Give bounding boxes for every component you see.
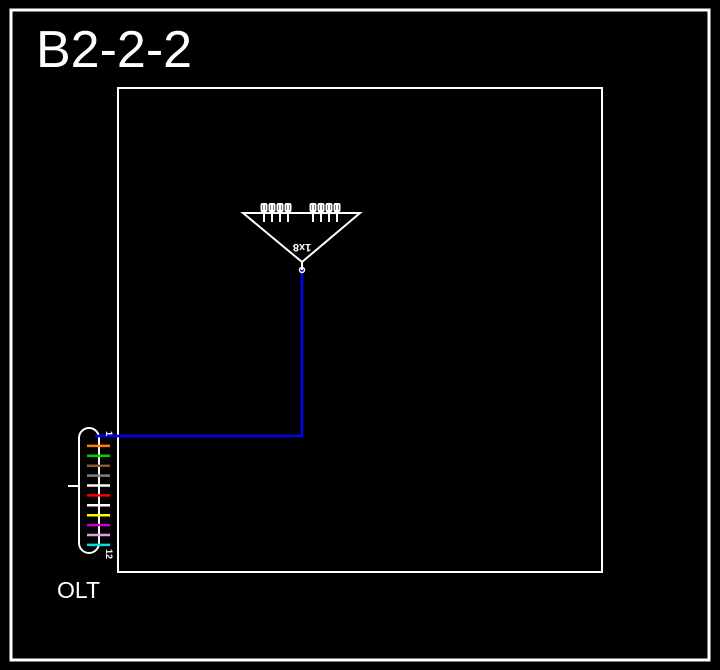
olt-device[interactable]: 1 12	[68, 427, 118, 559]
olt-port-last-label: 12	[104, 549, 114, 559]
inner-area-frame	[117, 87, 603, 573]
olt-fiber-ports[interactable]	[87, 434, 118, 547]
olt-port-first-label: 1	[104, 431, 114, 436]
outer-frame	[9, 8, 711, 662]
olt-label: OLT	[57, 577, 101, 603]
splitter-label: 1x8	[293, 241, 311, 253]
fiber-connection-line[interactable]	[95, 270, 304, 438]
splitter-output-legs	[263, 213, 338, 222]
splitter-input-port[interactable]	[298, 266, 306, 274]
diagram-title: B2-2-2	[36, 21, 193, 79]
splitter-triangle	[240, 212, 363, 264]
splitter-output-ports[interactable]	[260, 203, 341, 213]
splitter-1x8[interactable]: 1x8	[240, 203, 363, 274]
